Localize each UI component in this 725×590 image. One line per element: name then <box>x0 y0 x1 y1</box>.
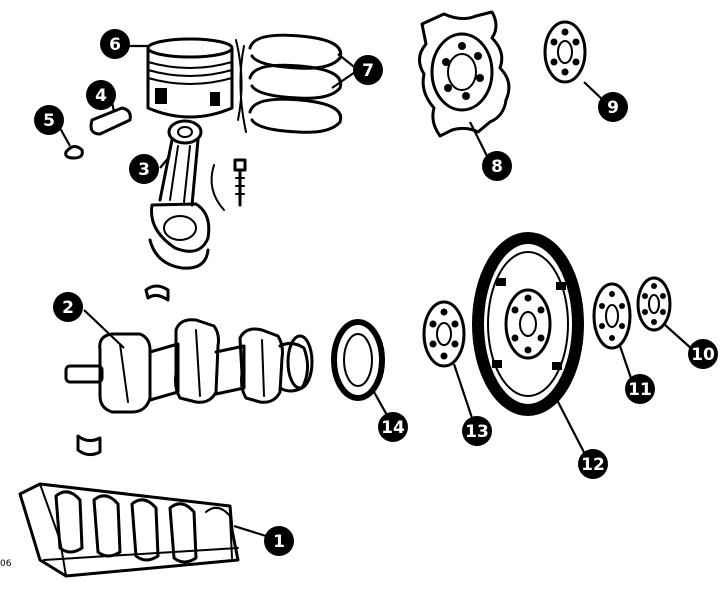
callout-2-marker <box>53 292 83 322</box>
callout-12-number: 12 <box>581 455 605 475</box>
callout-13-number: 13 <box>465 422 489 442</box>
shim-plate-drawing <box>592 282 632 350</box>
bearing-shells-drawing <box>76 284 170 457</box>
piston-pin-drawing <box>89 106 132 136</box>
callout-11-number: 11 <box>628 380 652 400</box>
callout-4-marker <box>86 80 116 110</box>
callout-10-marker <box>688 339 718 369</box>
piston-drawing <box>146 37 243 121</box>
callout-3-number: 3 <box>138 160 150 180</box>
callout-2-number: 2 <box>62 298 74 318</box>
callout-7-marker <box>353 55 383 85</box>
callout-8-marker <box>482 151 512 181</box>
callout-1: 1 <box>264 526 294 556</box>
callout-4-number: 4 <box>95 86 107 106</box>
callout-11: 11 <box>625 374 655 404</box>
callout-7-number: 7 <box>362 61 374 81</box>
callout-8-number: 8 <box>491 157 503 177</box>
callout-6-number: 6 <box>109 35 121 55</box>
adapter-plate-drawing <box>543 20 587 84</box>
crankshaft-drawing <box>64 318 314 414</box>
callout-5-number: 5 <box>43 111 55 131</box>
callout-13-marker <box>462 416 492 446</box>
piston-rings-drawing <box>239 33 343 134</box>
figure-code: 06 <box>0 559 12 569</box>
callout-6-marker <box>100 29 130 59</box>
callout-11-marker <box>625 374 655 404</box>
connecting-rod-drawing <box>148 119 247 270</box>
callout-8: 8 <box>482 151 512 181</box>
leader-lines <box>59 44 694 538</box>
rear-oil-seal-drawing <box>331 319 385 401</box>
callout-9-marker <box>598 92 628 122</box>
callout-12-marker <box>578 449 608 479</box>
callout-9: 9 <box>598 92 628 122</box>
callout-14: 14 <box>378 412 408 442</box>
drive-plate-drawing <box>418 10 511 138</box>
callout-14-marker <box>378 412 408 442</box>
callout-5: 5 <box>34 105 64 135</box>
callout-10-number: 10 <box>691 345 715 365</box>
callout-3-marker <box>129 154 159 184</box>
callout-7: 7 <box>353 55 383 85</box>
callout-4: 4 <box>86 80 116 110</box>
bolt-plate-drawing <box>636 276 672 332</box>
callout-6: 6 <box>100 29 130 59</box>
callout-5-marker <box>34 105 64 135</box>
callout-14-number: 14 <box>381 418 405 438</box>
main-bearing-caps-drawing <box>18 482 240 578</box>
callout-1-number: 1 <box>273 532 285 552</box>
callout-1-marker <box>264 526 294 556</box>
flywheel-drawing <box>472 232 584 416</box>
callout-9-number: 9 <box>607 98 619 118</box>
callout-12: 12 <box>578 449 608 479</box>
callout-10: 10 <box>688 339 718 369</box>
spacer-plate-drawing <box>422 300 466 368</box>
callout-3: 3 <box>129 154 159 184</box>
callout-13: 13 <box>462 416 492 446</box>
callout-2: 2 <box>53 292 83 322</box>
pin-clip-drawing <box>64 145 84 160</box>
